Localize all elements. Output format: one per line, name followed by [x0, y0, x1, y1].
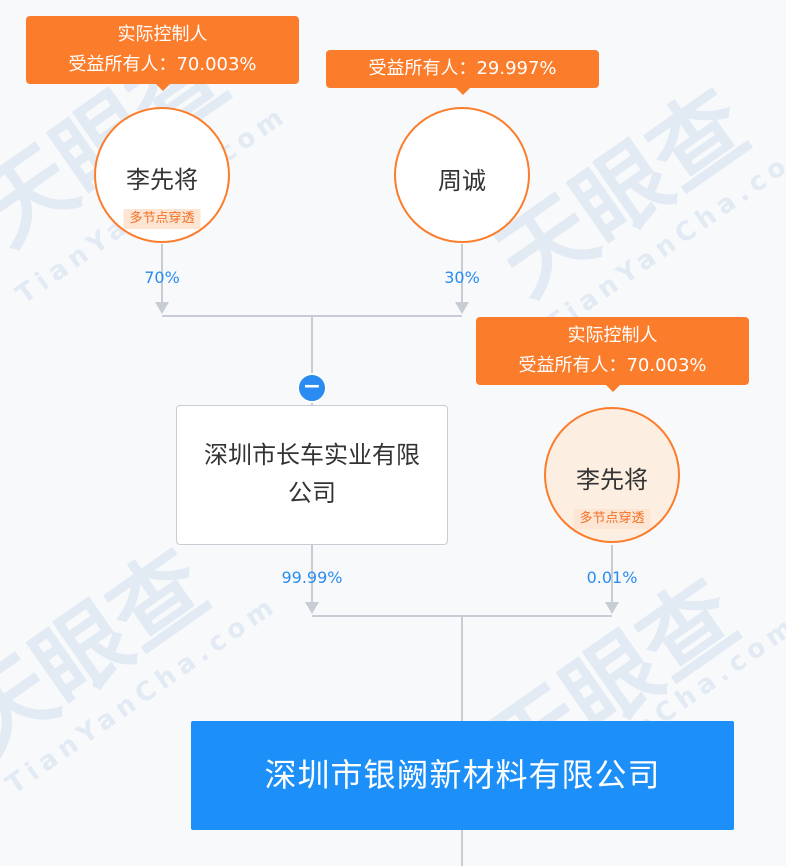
controller-tag: 实际控制人 受益所有人：70.003% [476, 317, 749, 392]
tag-line: 受益所有人：29.997% [368, 58, 557, 79]
tag-line: 受益所有人：70.003% [518, 355, 707, 376]
share-percent: 0.01% [586, 568, 638, 587]
share-percent: 70% [144, 268, 180, 287]
company-name: 深圳市长车实业有限公司 [204, 441, 420, 507]
shareholder-node[interactable]: 李先将 多节点穿透 [544, 407, 680, 543]
arrow-down-icon [605, 602, 619, 614]
arrow-down-icon [305, 602, 319, 614]
beneficiary-tag: 受益所有人：29.997% [326, 50, 599, 95]
shareholder-node[interactable]: 李先将 多节点穿透 [94, 107, 230, 243]
shareholder-node[interactable]: 周诚 [394, 107, 530, 243]
shareholder-name: 周诚 [438, 167, 486, 195]
arrow-down-icon [155, 302, 169, 314]
target-company-name: 深圳市银阙新材料有限公司 [264, 756, 661, 794]
share-percent: 99.99% [281, 568, 343, 587]
multi-node-badge[interactable]: 多节点穿透 [573, 509, 651, 529]
share-percent: 30% [444, 268, 480, 287]
tag-line: 实际控制人 [117, 24, 208, 45]
tag-line: 实际控制人 [567, 325, 658, 346]
shareholder-name: 李先将 [126, 166, 198, 194]
collapse-button[interactable]: − [297, 373, 327, 403]
shareholder-name: 李先将 [576, 466, 648, 494]
multi-node-badge[interactable]: 多节点穿透 [123, 209, 201, 229]
tag-line: 受益所有人：70.003% [68, 54, 257, 75]
arrow-down-icon [455, 302, 469, 314]
target-company-node[interactable]: 深圳市银阙新材料有限公司 [191, 721, 734, 830]
company-node[interactable]: 深圳市长车实业有限公司 [176, 405, 448, 545]
controller-tag: 实际控制人 受益所有人：70.003% [26, 16, 299, 91]
